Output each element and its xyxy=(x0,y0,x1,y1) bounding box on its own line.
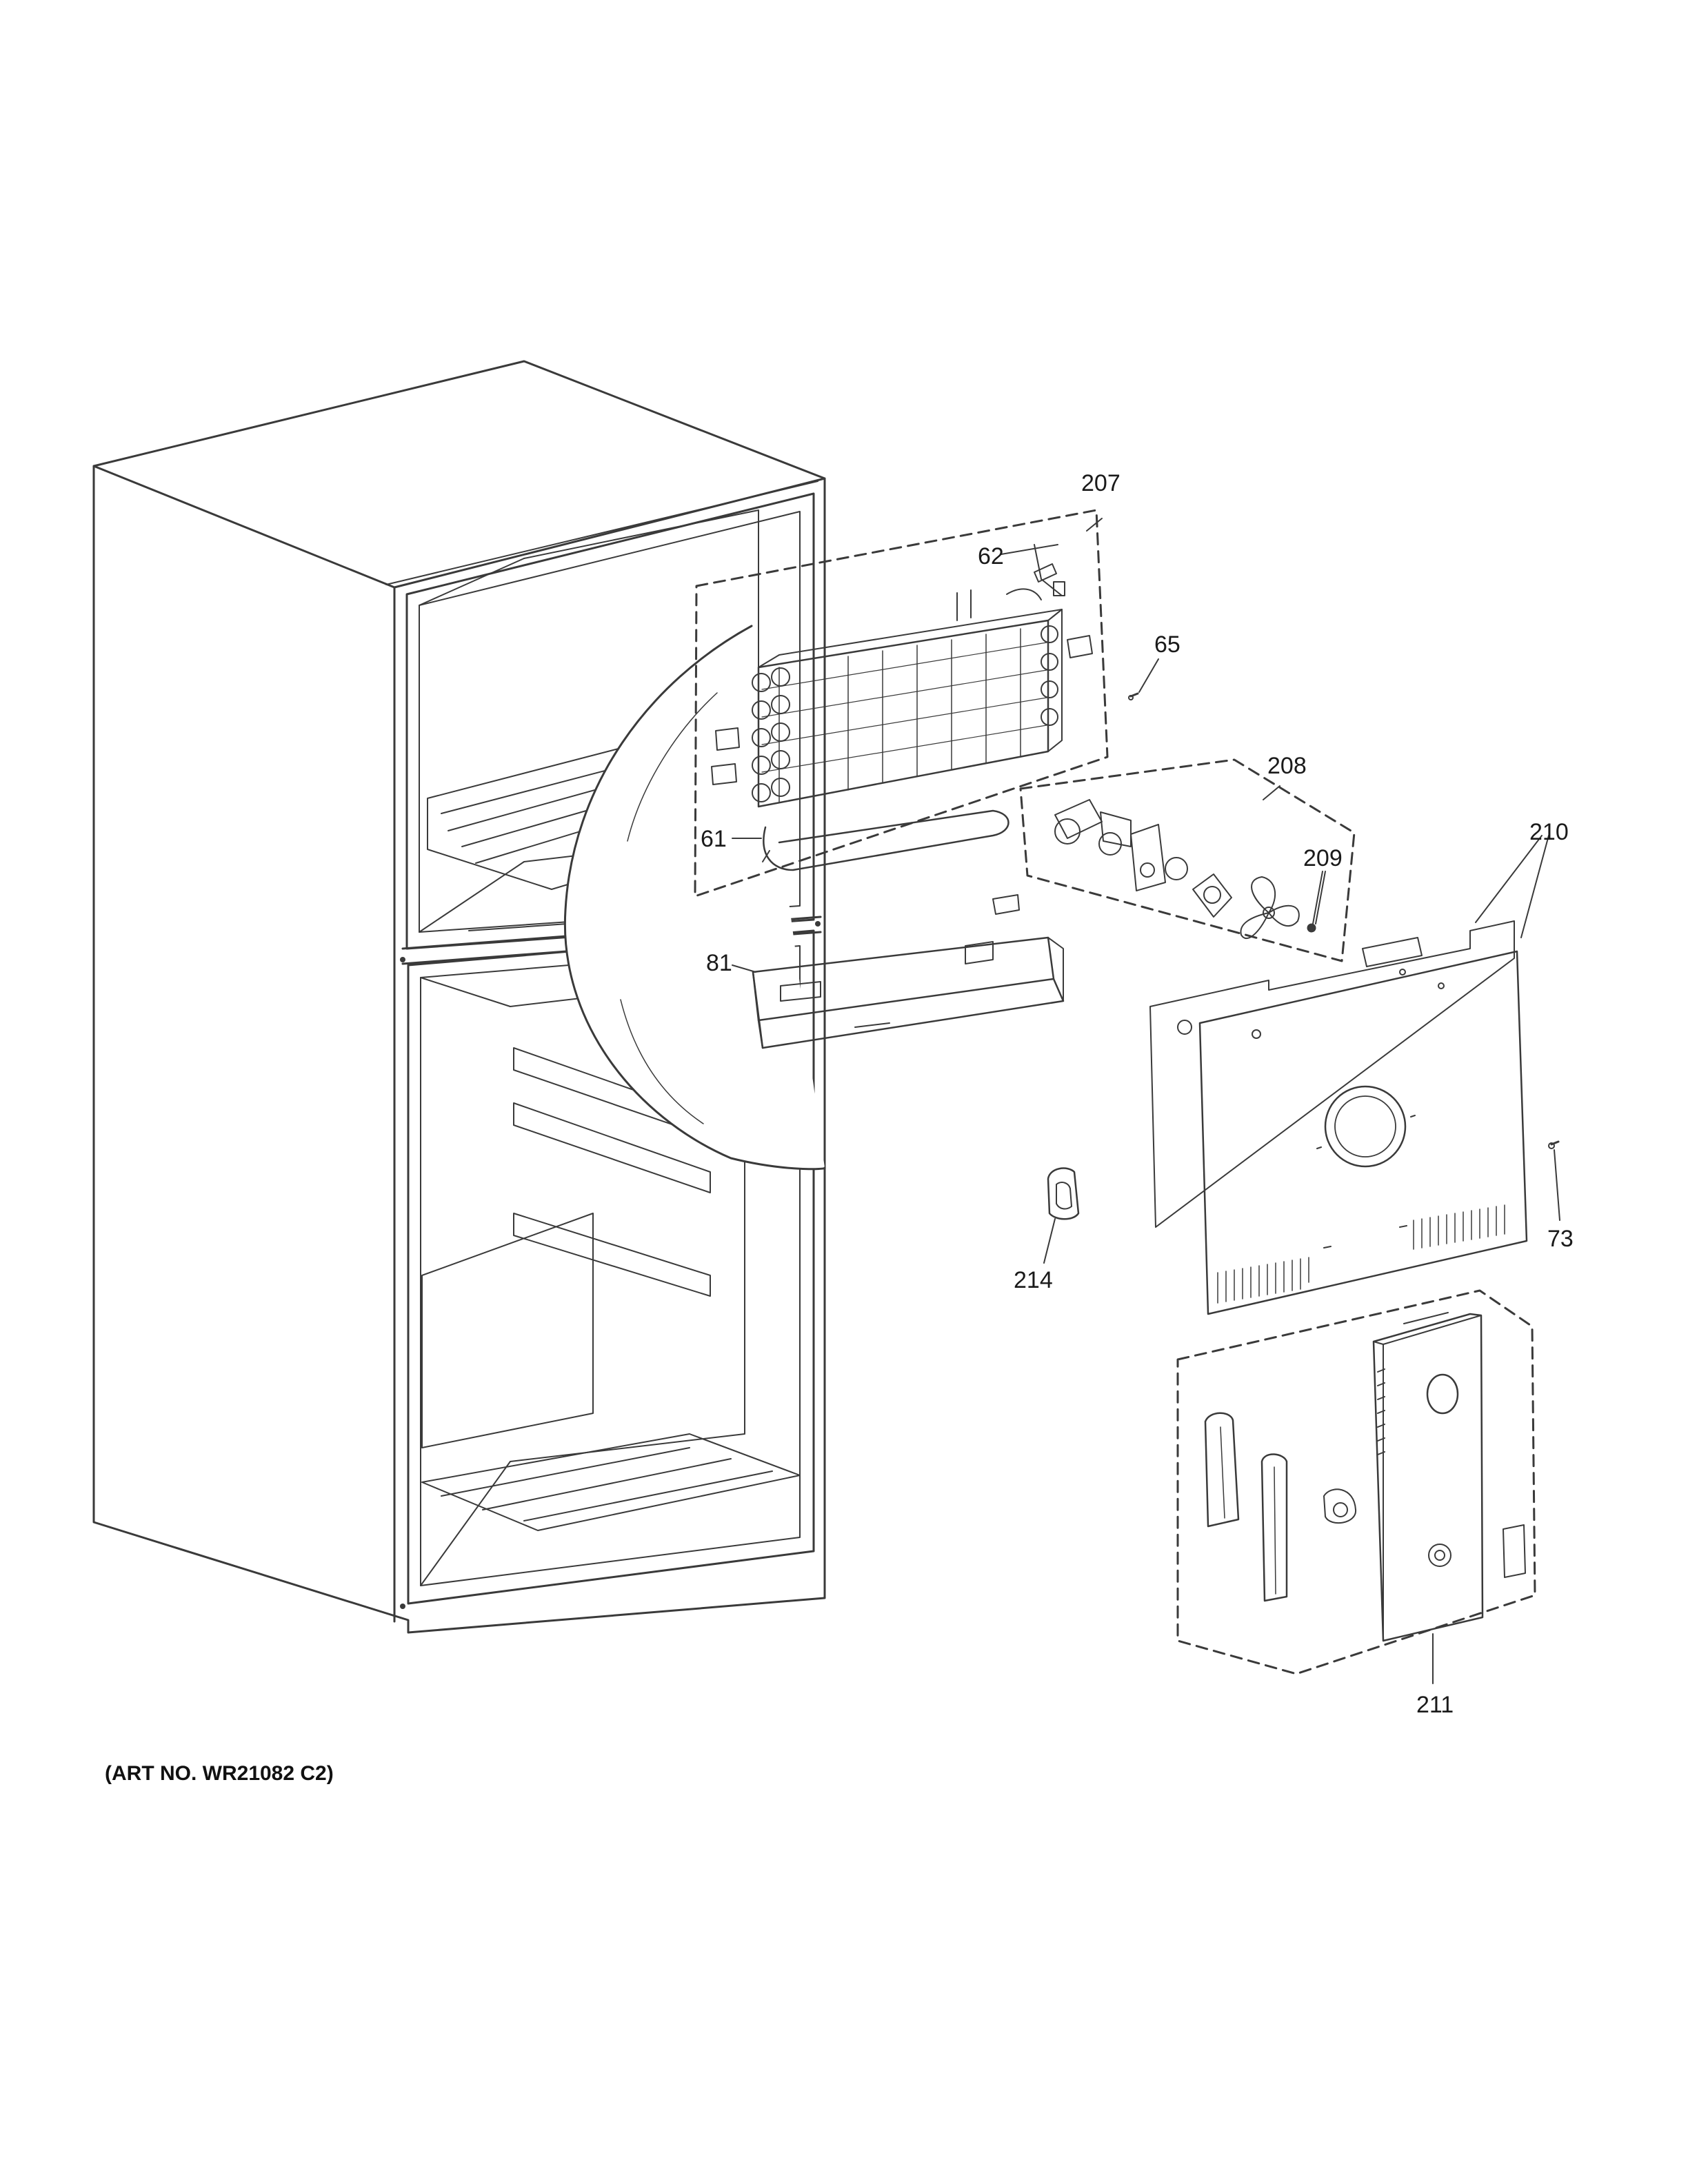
callout-81: 81 xyxy=(706,950,732,976)
callout-73: 73 xyxy=(1547,1226,1574,1252)
defrost-thermostat xyxy=(1034,544,1065,596)
callout-209: 209 xyxy=(1303,845,1343,871)
defrost-heater xyxy=(762,809,1009,871)
leader-lines xyxy=(732,518,1560,1684)
callout-214: 214 xyxy=(1014,1267,1053,1293)
art-number-caption: (ART NO. WR21082 C2) xyxy=(105,1762,334,1785)
evaporator-cover xyxy=(1149,920,1528,1315)
drain-trough xyxy=(752,894,1065,1049)
callout-labels: 207 62 65 208 61 209 210 81 73 214 211 xyxy=(701,470,1574,1718)
screw-73 xyxy=(1548,1140,1560,1149)
callout-210: 210 xyxy=(1529,819,1569,845)
callout-61: 61 xyxy=(701,826,727,852)
callout-208: 208 xyxy=(1267,753,1307,779)
screw-65 xyxy=(1128,692,1139,700)
callout-207: 207 xyxy=(1081,470,1121,496)
evaporator-assembly xyxy=(694,509,1109,898)
callout-65: 65 xyxy=(1154,631,1180,658)
callout-62: 62 xyxy=(978,543,1004,569)
clip-214 xyxy=(1047,1167,1080,1220)
callout-211: 211 xyxy=(1416,1692,1454,1718)
control-housing-assembly xyxy=(1176,1289,1536,1675)
fan-motor-assembly xyxy=(1019,758,1356,962)
